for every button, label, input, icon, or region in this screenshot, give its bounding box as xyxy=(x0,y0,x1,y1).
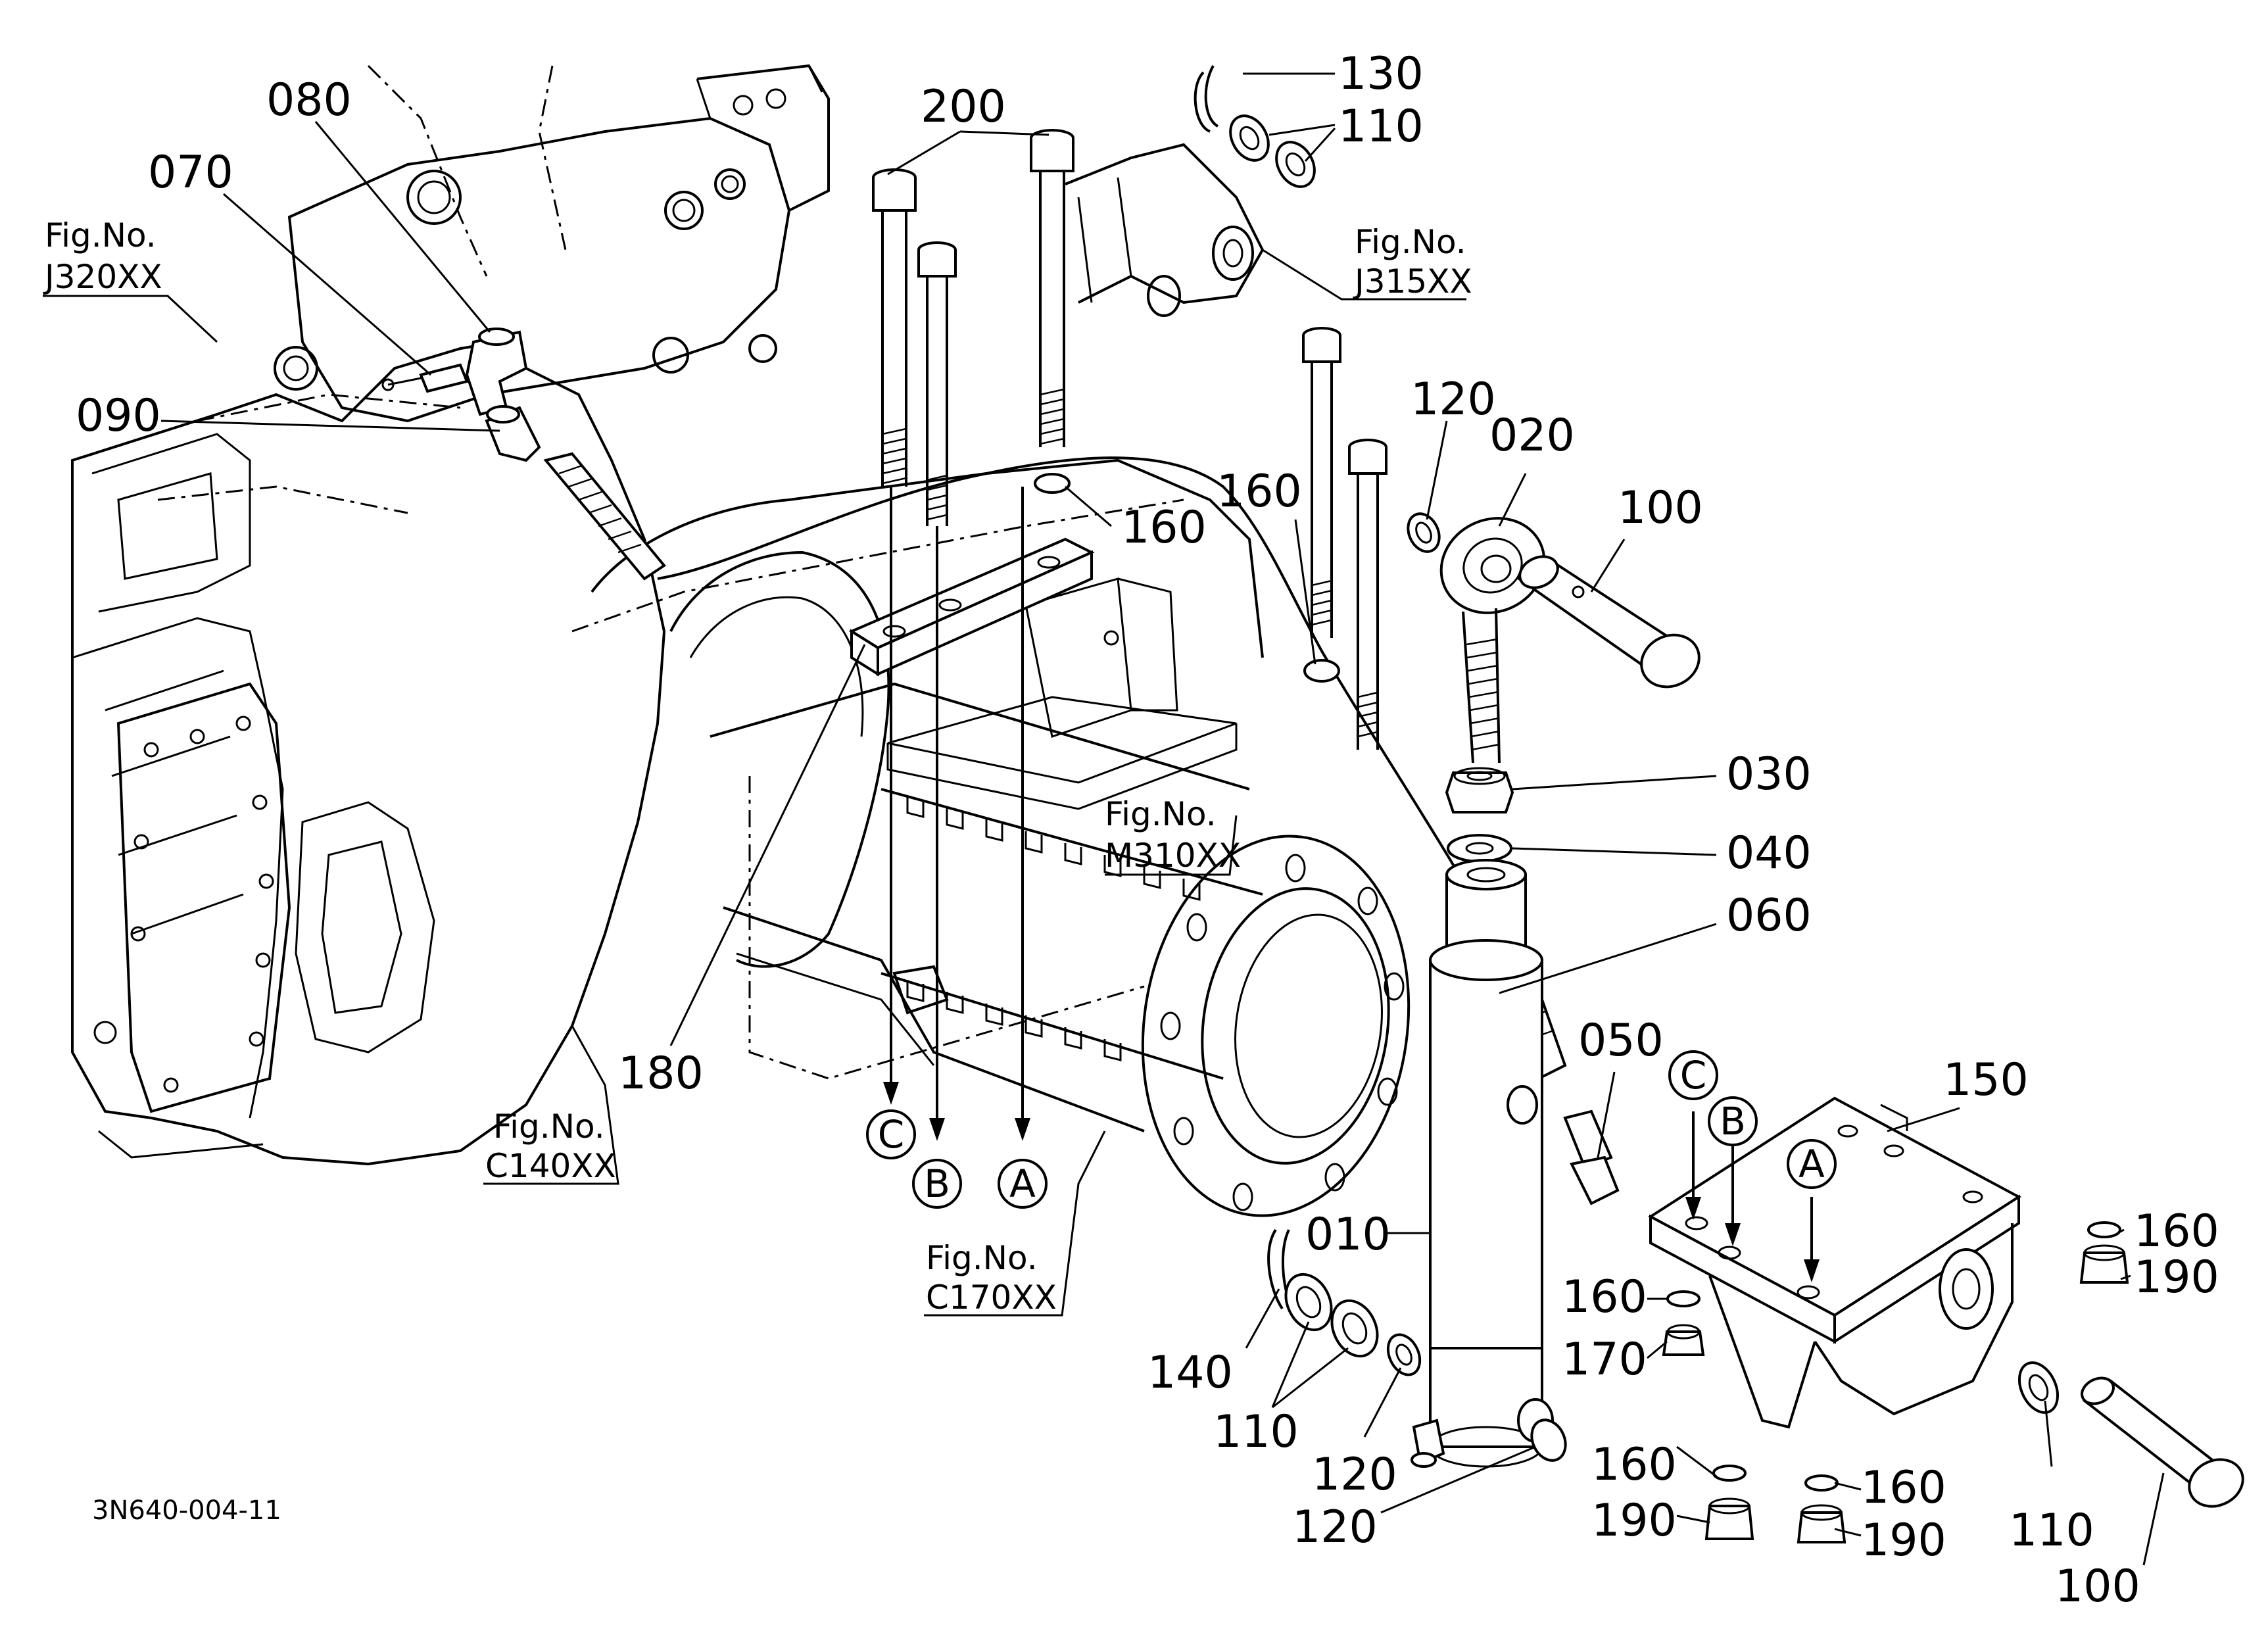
fig-ref-code-J315XX: J315XX xyxy=(1353,262,1472,301)
housing-bolt-holes xyxy=(130,716,274,1093)
washer-160-top xyxy=(1034,473,1071,494)
marker-C-left: C xyxy=(878,1112,905,1157)
fig-ref-prefix: Fig.No. xyxy=(1355,223,1466,261)
part-label-150: 150 xyxy=(1943,1054,2029,1106)
part-label-120: 120 xyxy=(1411,374,1496,425)
fitting-080-tee xyxy=(465,328,528,416)
circled-markers xyxy=(866,1050,1837,1209)
part-label-010: 010 xyxy=(1305,1209,1391,1261)
leader-lines xyxy=(43,72,2165,1566)
part-label-060: 060 xyxy=(1726,890,1812,942)
marker-A-right: A xyxy=(1798,1142,1825,1186)
hitch-bracket xyxy=(1065,143,1265,317)
part-label-020: 020 xyxy=(1489,410,1575,462)
document-id: 3N640-004-11 xyxy=(92,1495,281,1526)
part-label-160: 160 xyxy=(1562,1271,1647,1323)
washer-040 xyxy=(1447,834,1512,863)
part-label-050: 050 xyxy=(1578,1015,1664,1067)
fig-ref-prefix: Fig.No. xyxy=(926,1239,1038,1277)
part-label-110: 110 xyxy=(1338,101,1424,153)
part-label-120: 120 xyxy=(1292,1501,1378,1553)
part-label-030: 030 xyxy=(1726,748,1812,800)
flange-bolt-holes xyxy=(1160,854,1405,1211)
part-label-140: 140 xyxy=(1147,1347,1233,1399)
hydraulic-cylinder-010 xyxy=(1411,859,1554,1468)
bolt-200-left xyxy=(872,168,917,487)
part-label-120: 120 xyxy=(1312,1449,1397,1501)
washer-120-top xyxy=(1407,512,1441,553)
marker-A-left: A xyxy=(1009,1161,1036,1206)
fig-ref-code-J320XX: J320XX xyxy=(43,258,162,296)
bolt-right-2 xyxy=(1348,439,1387,750)
washer-160-side xyxy=(1303,659,1340,683)
part-label-170: 170 xyxy=(1562,1334,1647,1386)
bolt-200-right xyxy=(1030,129,1074,447)
part-label-190: 190 xyxy=(1591,1495,1677,1547)
washer-110-bottom-right xyxy=(2017,1361,2060,1414)
fitting-070 xyxy=(381,363,469,393)
marker-B-left: B xyxy=(924,1161,950,1206)
part-label-160: 160 xyxy=(1861,1462,1946,1514)
plate-180 xyxy=(848,537,1095,677)
part-label-130: 130 xyxy=(1338,48,1424,100)
pin-100-top xyxy=(1516,555,1701,689)
part-label-110: 110 xyxy=(2009,1505,2094,1557)
bolt-200-mid xyxy=(917,241,957,526)
part-label-160: 160 xyxy=(2134,1205,2219,1257)
bracket-150 xyxy=(1648,1096,2021,1429)
part-label-180: 180 xyxy=(618,1048,704,1100)
clip-130-washers-110 xyxy=(1194,65,1316,188)
part-label-100: 100 xyxy=(1618,482,1703,534)
axle-housing xyxy=(571,458,1411,1217)
part-label-110: 110 xyxy=(1213,1406,1299,1458)
part-label-160: 160 xyxy=(1217,466,1302,518)
part-label-100: 100 xyxy=(2055,1561,2140,1613)
fig-ref-underlines xyxy=(43,295,1466,1317)
nut-030 xyxy=(1445,767,1514,813)
part-label-190: 190 xyxy=(2134,1251,2219,1303)
part-label-200: 200 xyxy=(921,81,1006,133)
fig-ref-prefix: Fig.No. xyxy=(493,1107,605,1146)
part-label-040: 040 xyxy=(1726,827,1812,879)
bolt-right-1 xyxy=(1302,327,1341,638)
part-label-190: 190 xyxy=(1861,1515,1946,1566)
transmission-housing xyxy=(71,64,830,1166)
part-label-160: 160 xyxy=(1121,502,1207,554)
part-label-080: 080 xyxy=(266,74,352,126)
marker-C-right: C xyxy=(1680,1053,1707,1098)
bracket-fasteners xyxy=(1662,1221,2129,1543)
pin-100-bottom xyxy=(2081,1376,2244,1508)
assembly-arrows xyxy=(883,487,1820,1282)
part-label-160: 160 xyxy=(1591,1439,1677,1491)
fig-ref-code-C170XX: C170XX xyxy=(926,1278,1057,1317)
fig-ref-prefix: Fig.No. xyxy=(1105,795,1217,833)
part-label-070: 070 xyxy=(148,147,233,199)
fitting-050 xyxy=(1563,1109,1620,1205)
fig-ref-code-C140XX: C140XX xyxy=(485,1147,616,1185)
fig-ref-prefix: Fig.No. xyxy=(45,216,157,255)
marker-B-right: B xyxy=(1720,1099,1746,1144)
fitting-090-elbow xyxy=(485,405,541,462)
rod-end-020 xyxy=(1439,517,1546,764)
fig-ref-code-M310XX: M310XX xyxy=(1105,837,1241,875)
part-label-090: 090 xyxy=(76,390,161,442)
